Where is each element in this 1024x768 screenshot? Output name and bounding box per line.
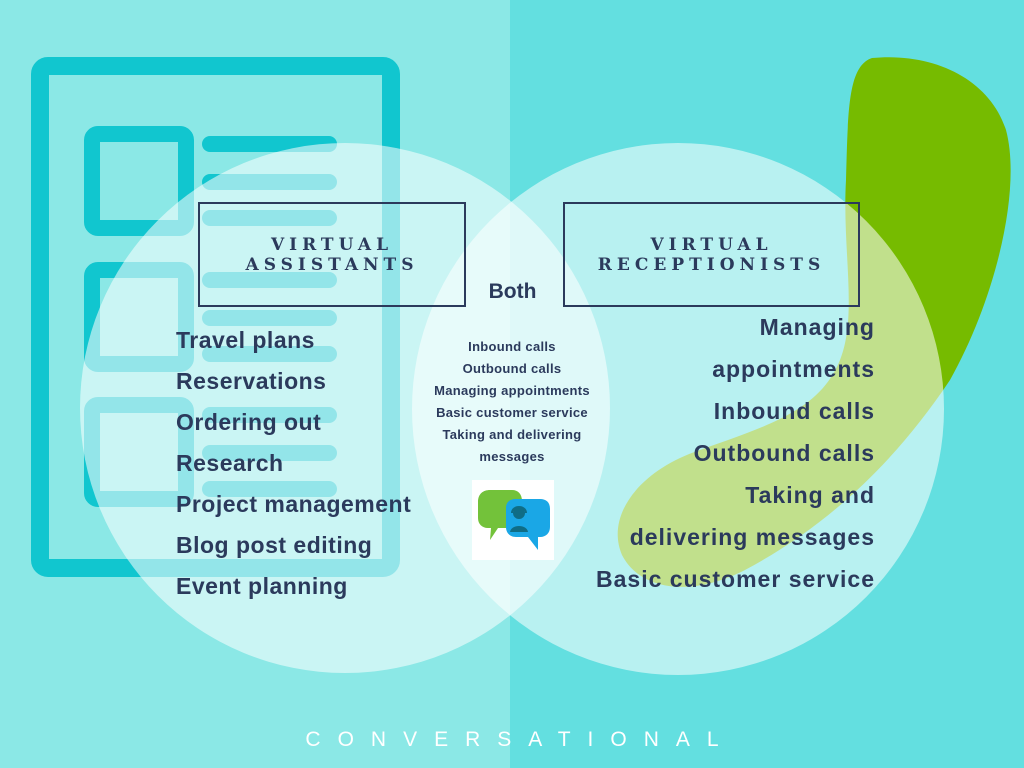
list-item: Managing appointments (434, 383, 590, 398)
both-list: Inbound calls Outbound calls Managing ap… (412, 336, 612, 468)
virtual-receptionists-title-line1: VIRTUAL (650, 234, 773, 255)
virtual-assistants-title-line2: ASSISTANTS (245, 254, 419, 275)
list-item: Inbound calls (713, 398, 875, 424)
list-item: Taking and (745, 482, 875, 508)
chat-bubbles-icon (472, 480, 554, 560)
virtual-receptionists-title-line2: RECEPTIONISTS (597, 254, 826, 275)
list-item: Reservations (176, 368, 327, 394)
virtual-receptionists-list: Managing appointments Inbound calls Outb… (596, 306, 875, 600)
virtual-assistants-title-line1: VIRTUAL (270, 234, 394, 255)
list-item: Outbound calls (462, 361, 562, 376)
list-item: Ordering out (176, 409, 322, 435)
virtual-receptionists-title-box: VIRTUAL RECEPTIONISTS (563, 202, 860, 307)
list-item: messages (479, 449, 545, 464)
both-label: Both (488, 280, 537, 303)
list-item: Basic customer service (596, 566, 875, 592)
list-item: Outbound calls (693, 440, 875, 466)
list-item: delivering messages (629, 524, 875, 550)
venn-circle-virtual-receptionists (412, 143, 944, 675)
brand-wordmark: CONVERSATIONAL (305, 728, 736, 751)
list-item: Event planning (176, 573, 348, 599)
list-item: Taking and delivering (442, 427, 582, 442)
virtual-assistants-list: Travel plans Reservations Ordering out R… (176, 320, 411, 607)
list-item: Blog post editing (176, 532, 373, 558)
virtual-assistants-title-box: VIRTUAL ASSISTANTS (198, 202, 466, 307)
list-item: Basic customer service (436, 405, 588, 420)
list-item: Inbound calls (468, 339, 556, 354)
list-item: Managing (759, 314, 875, 340)
list-item: Project management (176, 491, 412, 517)
list-item: appointments (712, 356, 875, 382)
list-item: Travel plans (176, 327, 315, 353)
list-item: Research (176, 450, 284, 476)
